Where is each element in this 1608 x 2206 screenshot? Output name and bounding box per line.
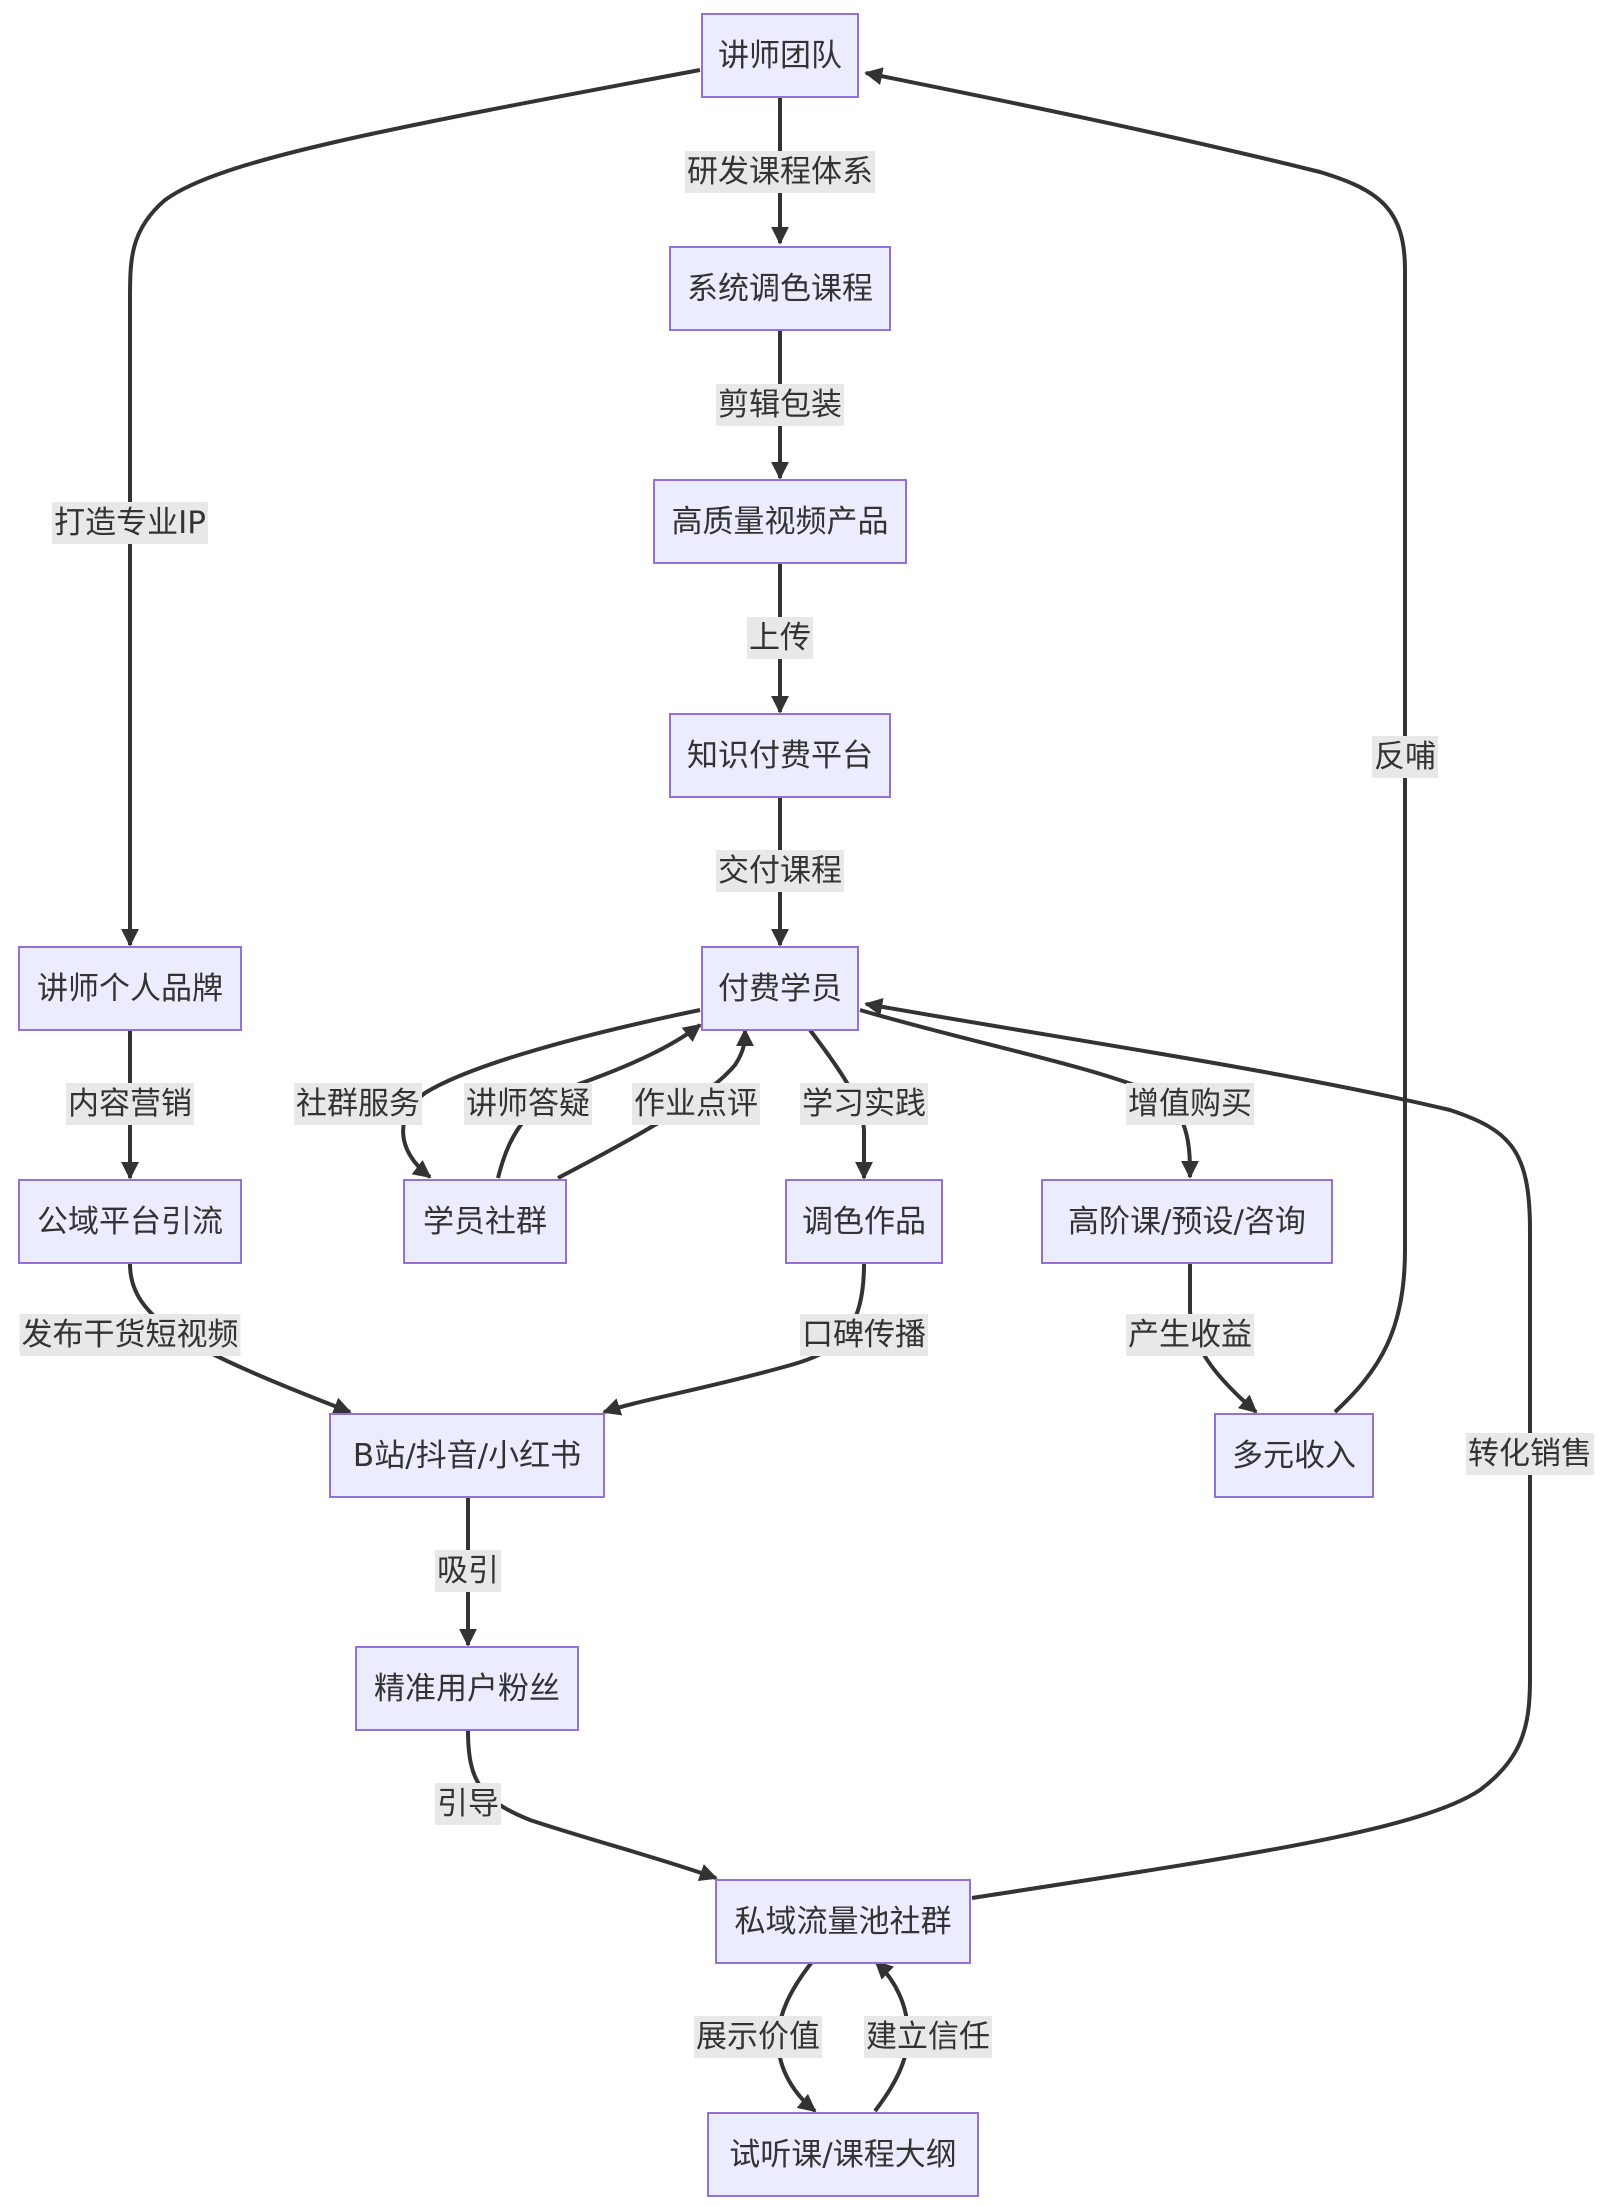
edge-video-platform: 上传 [747,564,813,714]
edge-label: 社群服务 [294,1083,422,1125]
node-platform: 知识付费平台 [669,713,891,798]
edge-label-text: 引导 [437,1786,499,1822]
node-label: 公域平台引流 [37,1204,223,1240]
edge-label: 作业点评 [632,1083,760,1125]
edge-community-students-review: 作业点评 [557,1028,760,1180]
node-label: 知识付费平台 [687,738,873,774]
edge-team-course: 研发课程体系 [685,98,875,245]
edge-label: 内容营销 [66,1083,194,1125]
edge-label: 讲师答疑 [464,1083,592,1125]
edge-advanced-income: 产生收益 [1126,1264,1258,1414]
node-label: 调色作品 [802,1204,926,1240]
edge-path [859,1008,1199,1179]
node-label: 多元收入 [1232,1438,1356,1474]
edge-label: 打造专业IP [52,502,208,544]
edge-label-text: 口碑传播 [802,1317,926,1353]
edge-community-students-qa: 讲师答疑 [464,1023,702,1179]
node-label: 试听课/课程大纲 [729,2137,956,2173]
node-video: 高质量视频产品 [653,479,907,564]
edge-path [121,68,701,947]
node-label: B站/抖音/小红书 [353,1438,581,1474]
node-private: 私域流量池社群 [715,1879,971,1964]
edge-label-text: 研发课程体系 [687,154,873,190]
edge-label-text: 内容营销 [68,1086,192,1122]
edge-label: 上传 [747,617,813,659]
edge-path [401,1008,701,1179]
edge-label-text: 学习实践 [802,1086,926,1122]
edge-label-text: 作业点评 [634,1086,758,1122]
edge-label-text: 展示价值 [696,2019,820,2055]
node-label: 讲师团队 [718,38,842,74]
edge-label: 研发课程体系 [685,151,875,193]
node-public: 公域平台引流 [18,1179,242,1264]
edge-label-text: 上传 [749,620,811,656]
edge-label: 发布干货短视频 [19,1314,241,1356]
edge-label-text: 吸引 [437,1553,499,1589]
edge-students-community: 社群服务 [294,1008,701,1179]
node-brand: 讲师个人品牌 [18,946,242,1031]
node-label: 系统调色课程 [687,271,873,307]
node-channels: B站/抖音/小红书 [329,1413,605,1498]
node-team: 讲师团队 [701,13,859,98]
edge-trial-private: 建立信任 [864,1960,992,2113]
node-label: 精准用户粉丝 [374,1671,560,1707]
node-works: 调色作品 [785,1179,943,1264]
edge-label: 增值购买 [1126,1083,1254,1125]
edge-label: 转化销售 [1466,1433,1594,1475]
edge-label: 引导 [435,1783,501,1825]
edge-label-text: 转化销售 [1468,1436,1592,1472]
node-community: 学员社群 [403,1179,567,1264]
edge-fans-private: 引导 [435,1729,718,1882]
edge-label: 口碑传播 [800,1314,928,1356]
node-label: 付费学员 [718,971,842,1007]
edge-path [496,1023,702,1179]
edge-label-text: 打造专业IP [54,505,206,541]
edge-label: 产生收益 [1126,1314,1254,1356]
edge-channels-fans: 吸引 [435,1497,501,1647]
node-fans: 精准用户粉丝 [355,1646,579,1731]
node-label: 高阶课/预设/咨询 [1068,1204,1306,1240]
edge-path [557,1028,754,1180]
edge-platform-students: 交付课程 [716,797,844,947]
edge-label-text: 剪辑包装 [718,387,842,423]
edge-private-trial: 展示价值 [694,1960,822,2113]
edge-label: 剪辑包装 [716,384,844,426]
node-label: 学员社群 [423,1204,547,1240]
edge-label-text: 产生收益 [1128,1317,1252,1353]
edge-label: 吸引 [435,1550,501,1592]
node-label: 讲师个人品牌 [37,971,223,1007]
edge-path [864,997,1532,1900]
edge-path [864,67,1407,1414]
edge-public-channels: 发布干货短视频 [19,1263,352,1415]
node-advanced: 高阶课/预设/咨询 [1041,1179,1333,1264]
edge-path [466,1729,718,1882]
edge-students-advanced: 增值购买 [859,1008,1254,1179]
edge-label-text: 发布干货短视频 [22,1317,239,1353]
edge-label: 交付课程 [716,850,844,892]
node-trial: 试听课/课程大纲 [707,2112,979,2197]
node-course: 系统调色课程 [669,246,891,331]
edge-label-text: 增值购买 [1128,1086,1252,1122]
node-label: 高质量视频产品 [672,504,889,540]
edge-label-text: 建立信任 [866,2019,990,2055]
node-income: 多元收入 [1214,1413,1374,1498]
edge-label: 反哺 [1372,736,1438,778]
edge-brand-public: 内容营销 [66,1030,194,1180]
edge-label-text: 讲师答疑 [466,1086,590,1122]
node-students: 付费学员 [701,946,859,1031]
edge-private-students: 转化销售 [864,997,1594,1900]
edge-label-text: 社群服务 [296,1086,420,1122]
edge-label-text: 交付课程 [718,853,842,889]
edge-course-video: 剪辑包装 [716,331,844,480]
node-label: 私域流量池社群 [735,1904,952,1940]
edge-label: 学习实践 [800,1083,928,1125]
edge-works-channels: 口碑传播 [602,1263,928,1416]
edge-team-brand: 打造专业IP [52,68,701,947]
edge-label-text: 反哺 [1374,739,1436,775]
edge-label: 展示价值 [694,2016,822,2058]
edge-income-team: 反哺 [864,67,1438,1414]
edge-students-works: 学习实践 [800,1028,928,1180]
edge-label: 建立信任 [864,2016,992,2058]
